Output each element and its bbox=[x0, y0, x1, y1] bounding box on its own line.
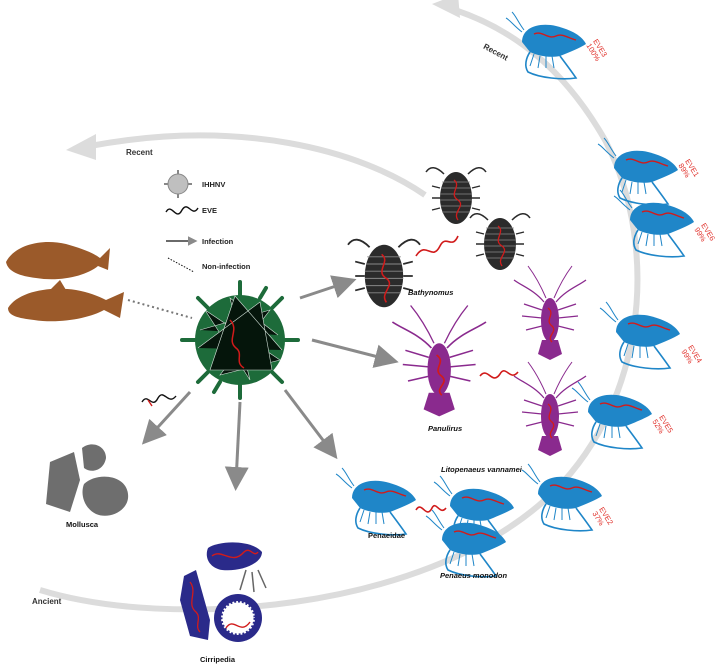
eve-glyph-mollusca bbox=[141, 394, 177, 403]
label-penaeidae: Penaeidae bbox=[368, 531, 406, 540]
legend-non-infection-icon bbox=[167, 257, 195, 273]
timeline-recent-inner: Recent bbox=[126, 148, 153, 157]
shrimp-eve3 bbox=[505, 11, 587, 80]
eve-link-isopods bbox=[415, 235, 459, 257]
lobster-lower bbox=[513, 361, 587, 457]
fish-upper bbox=[6, 242, 110, 280]
cirripedia-barnacles bbox=[180, 542, 267, 642]
legend-eve-icon bbox=[165, 206, 199, 215]
inner-timeline-arc bbox=[89, 132, 427, 198]
outer-timeline-arrowhead bbox=[432, 0, 460, 18]
mollusca-shells bbox=[46, 444, 129, 516]
isopod-right bbox=[469, 212, 531, 271]
label-cirripedia: Cirripedia bbox=[200, 655, 236, 664]
isopod-top bbox=[425, 166, 487, 225]
legend-eve-label: EVE bbox=[202, 206, 218, 215]
legend-ihhnv-icon bbox=[164, 170, 192, 198]
fish-lower bbox=[8, 280, 124, 322]
label-litopenaeus: Litopenaeus vannamei bbox=[441, 465, 522, 474]
eve-link-lobsters bbox=[479, 370, 519, 379]
legend-ihhnv-label: IHHNV bbox=[202, 180, 226, 189]
inner-timeline-arrowhead bbox=[66, 134, 96, 160]
eve-link-penaeids bbox=[415, 504, 447, 513]
label-bathynomus: Bathynomus bbox=[408, 288, 454, 297]
infection-arrows bbox=[141, 275, 399, 491]
shrimp-penaeidae bbox=[335, 467, 417, 536]
label-panulirus: Panulirus bbox=[428, 424, 463, 433]
legend-non-infection-label: Non-infection bbox=[202, 262, 251, 271]
shrimp-eve2 bbox=[521, 463, 603, 532]
label-mollusca: Mollusca bbox=[66, 520, 99, 529]
lobster-upper bbox=[513, 265, 587, 361]
timeline-ancient: Ancient bbox=[32, 597, 62, 606]
ihhnv-virus bbox=[180, 280, 300, 400]
shrimp-eve4 bbox=[599, 301, 681, 370]
shrimp-eve5 bbox=[571, 381, 653, 450]
legend-infection-label: Infection bbox=[202, 237, 234, 246]
lobster-panulirus bbox=[391, 304, 487, 418]
label-penaeus-monodon: Penaeus monodon bbox=[440, 571, 508, 580]
non-infection-link bbox=[127, 299, 193, 319]
isopod-large bbox=[347, 238, 421, 309]
